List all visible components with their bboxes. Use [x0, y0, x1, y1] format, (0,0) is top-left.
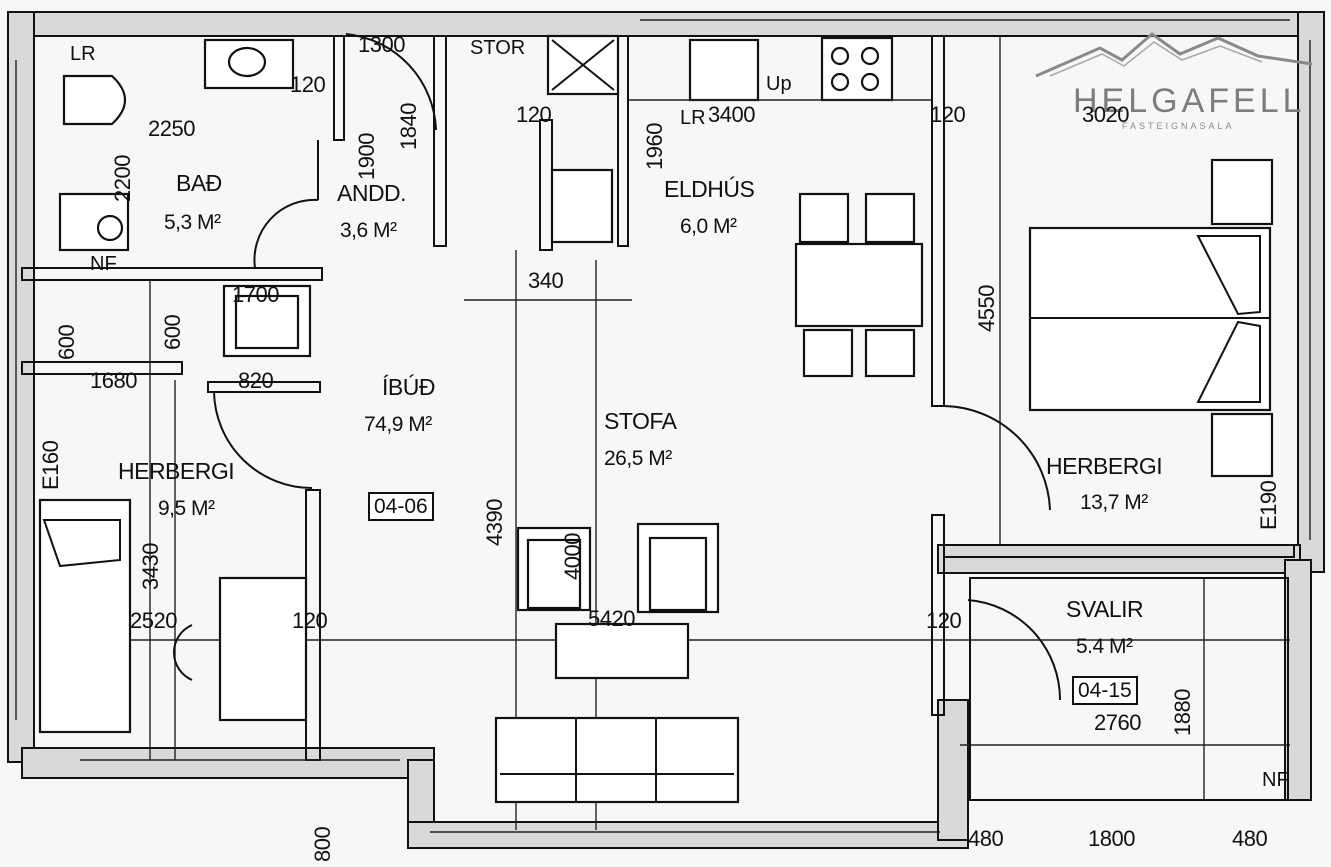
- bedroom-right-area: 13,7 M²: [1080, 491, 1148, 514]
- dim-820: 820: [238, 368, 274, 393]
- dim-2250: 2250: [148, 116, 195, 141]
- apartment-label: ÍBÚÐ: [382, 374, 435, 400]
- apartment-area: 74,9 M²: [364, 413, 432, 436]
- bathroom-name: BAÐ: [176, 170, 222, 196]
- dim-4390: 4390: [482, 499, 507, 546]
- dim-480-left: 480: [968, 826, 1004, 851]
- bedroom-right-name: HERBERGI: [1046, 453, 1163, 479]
- living-furniture: [494, 522, 740, 804]
- single-bed: [38, 498, 308, 734]
- dim-120-bedroom: 120: [292, 608, 328, 633]
- nf-balcony-label: NF: [1262, 769, 1289, 791]
- up-label: Up: [766, 73, 792, 95]
- dim-2520: 2520: [130, 608, 177, 633]
- brand-tagline: FASTEIGNASALA: [1122, 121, 1235, 131]
- dim-1960: 1960: [642, 123, 667, 170]
- brand-name: HELGAFELL: [1073, 82, 1306, 120]
- dim-600-left: 600: [54, 324, 79, 360]
- bathroom-fixtures: [58, 38, 312, 358]
- dim-5420: 5420: [588, 606, 635, 631]
- bathroom-area: 5,3 M²: [164, 211, 221, 234]
- storage-label: STOR: [470, 37, 526, 59]
- nf-bath-label: NF: [90, 253, 117, 275]
- dining-set: [794, 192, 924, 378]
- dim-1700: 1700: [232, 282, 279, 307]
- apartment-unit-id: 04-06: [368, 492, 434, 521]
- dim-120-bath: 120: [290, 72, 326, 97]
- dim-1680: 1680: [90, 368, 137, 393]
- hall-area: 3,6 M²: [340, 219, 397, 242]
- dim-3430: 3430: [138, 543, 163, 590]
- dim-1800: 1800: [1088, 826, 1135, 851]
- dim-4000: 4000: [560, 533, 585, 580]
- dim-1900: 1900: [354, 133, 379, 180]
- kitchen-name: ELDHÚS: [664, 176, 755, 202]
- kitchen-area: 6,0 M²: [680, 215, 737, 238]
- hall-name: ANDD.: [337, 180, 407, 206]
- bedroom-left-area: 9,5 M²: [158, 497, 215, 520]
- door-swings: [172, 33, 1062, 701]
- dim-e160: E160: [38, 440, 63, 490]
- mountain-logo-icon: [1035, 32, 1313, 78]
- outer-walls: [7, 11, 1325, 849]
- dim-340: 340: [528, 268, 564, 293]
- living-area: 26,5 M²: [604, 447, 672, 470]
- dim-800: 800: [310, 826, 335, 862]
- balcony-railing: [969, 577, 1289, 801]
- bedroom-left-name: HERBERGI: [118, 458, 235, 484]
- dim-120-kitchen: 120: [930, 102, 966, 127]
- bath-lr-label: LR: [70, 43, 96, 65]
- kitchen-lr-label: LR: [680, 107, 706, 129]
- living-name: STOFA: [604, 408, 677, 434]
- balcony-name: SVALIR: [1066, 596, 1144, 622]
- dim-1300: 1300: [358, 32, 405, 57]
- dim-4550: 4550: [974, 285, 999, 332]
- dim-e190: E190: [1256, 480, 1281, 530]
- dim-1880: 1880: [1170, 689, 1195, 736]
- dim-480-right: 480: [1232, 826, 1268, 851]
- dim-2760: 2760: [1094, 710, 1141, 735]
- double-bed: [1028, 158, 1274, 478]
- dim-2200: 2200: [110, 155, 135, 202]
- dim-120-hall: 120: [516, 102, 552, 127]
- dim-1840: 1840: [396, 103, 421, 150]
- kitchen-fixtures: [546, 34, 932, 244]
- dim-600-right: 600: [160, 314, 185, 350]
- dim-3020: 3020: [1082, 102, 1129, 127]
- windows: [15, 19, 1311, 833]
- balcony-unit-id: 04-15: [1072, 676, 1138, 705]
- dim-120-balcony: 120: [926, 608, 962, 633]
- dim-3400: 3400: [708, 102, 755, 127]
- balcony-area: 5.4 M²: [1076, 635, 1133, 658]
